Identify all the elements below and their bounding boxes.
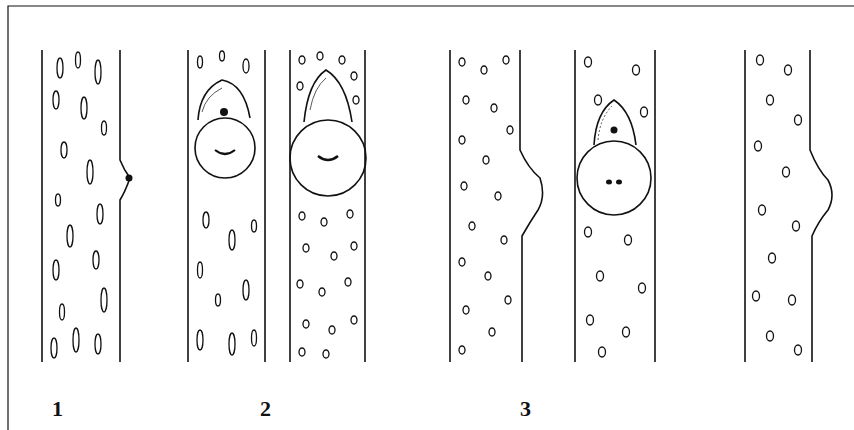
stem-wall xyxy=(120,50,130,362)
stem-wall xyxy=(264,50,266,362)
bundle-scar xyxy=(318,156,338,160)
leaf-scar xyxy=(195,118,255,178)
stem-wall xyxy=(574,50,576,362)
stem-wall xyxy=(289,50,291,362)
stem-wall xyxy=(187,50,189,362)
lenticels xyxy=(51,51,802,358)
bud-scale xyxy=(310,78,326,110)
stem-wall xyxy=(41,50,43,362)
dot-marks xyxy=(126,108,623,185)
stem-wall xyxy=(810,50,832,362)
leaf-scar xyxy=(577,141,651,215)
bud-scale xyxy=(202,88,222,112)
leaf-scar xyxy=(290,120,366,196)
bud-scale xyxy=(598,106,612,140)
stem-wall xyxy=(654,50,656,362)
panel-number: 2 xyxy=(260,398,271,420)
bud-scale xyxy=(594,100,636,145)
bud-scale xyxy=(198,80,250,120)
frame-line xyxy=(8,6,854,430)
panel-number: 1 xyxy=(52,398,63,420)
stem-wall xyxy=(449,50,451,362)
stem-wall xyxy=(744,50,746,362)
stem-wall xyxy=(364,50,366,362)
bundle-scar xyxy=(215,150,235,154)
bud-scale xyxy=(304,70,352,122)
panel-number: 3 xyxy=(520,398,531,420)
stem-wall xyxy=(520,50,543,362)
